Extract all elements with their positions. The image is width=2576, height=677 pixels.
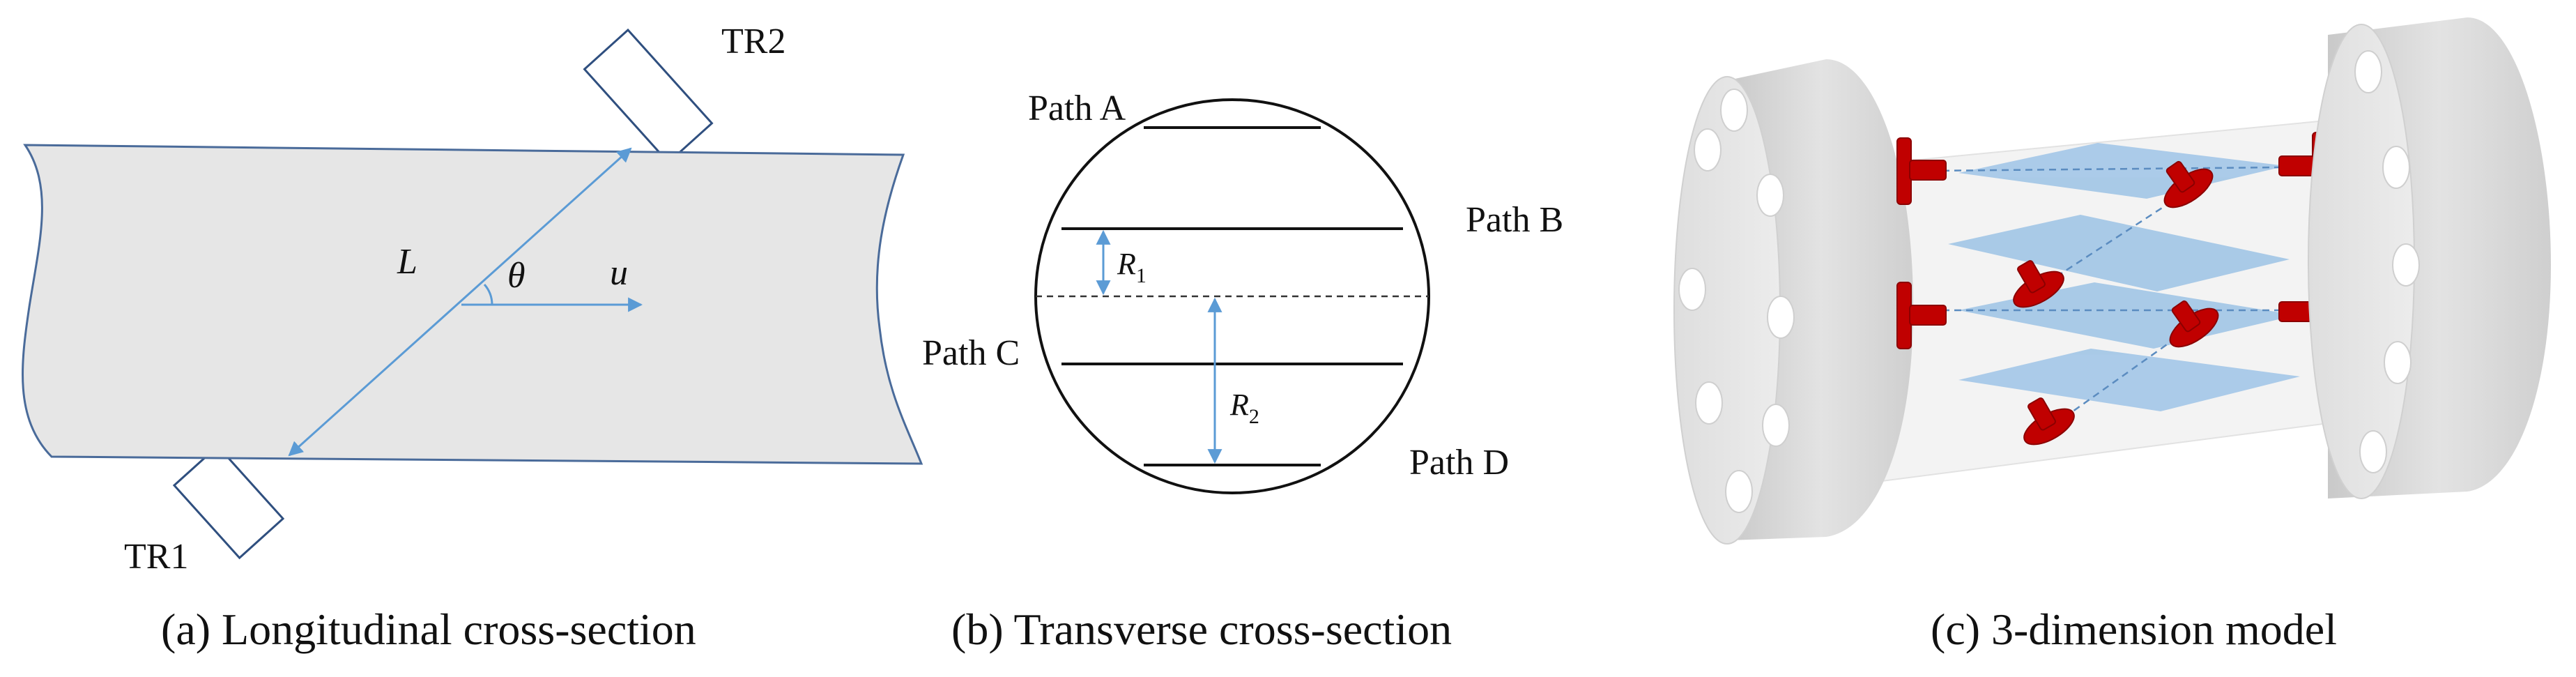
- transducer-6: [2013, 260, 2064, 308]
- label-tr2: TR2: [721, 22, 785, 61]
- label-path-b: Path B: [1466, 200, 1563, 240]
- transducer-tr2-body: [583, 28, 714, 165]
- label-r1: R1: [1117, 247, 1147, 287]
- label-path-length: L: [397, 242, 417, 282]
- panel-b-transverse: R1 R2 Path A Path B Path C Path D (b) Tr…: [922, 89, 1563, 654]
- label-r2-subscript: 2: [1249, 405, 1259, 428]
- transducer-5: [2163, 160, 2214, 208]
- label-path-c: Path C: [922, 333, 1020, 373]
- angle-arc: [483, 284, 493, 305]
- label-tr1: TR1: [124, 537, 188, 577]
- plane-path-d: [1958, 349, 2300, 411]
- plane-path-b: [1948, 215, 2290, 291]
- right-flange: [2308, 17, 2551, 499]
- label-path-d: Path D: [1409, 443, 1509, 482]
- transducer-1: [1896, 137, 1947, 205]
- left-flange-bolt-holes: [1678, 89, 1795, 513]
- panel-a-longitudinal: TR2 TR1 L θ u (a) Longitudinal cross-sec…: [22, 22, 923, 654]
- panel-c-3d-model: (c) 3-dimension model: [1673, 17, 2551, 654]
- transducer-7: [2169, 300, 2219, 348]
- label-r1-subscript: 1: [1136, 264, 1147, 287]
- caption-b: (b) Transverse cross-section: [951, 604, 1452, 654]
- transducer-8: [2023, 397, 2075, 446]
- label-velocity: u: [610, 253, 628, 293]
- caption-a: (a) Longitudinal cross-section: [161, 604, 696, 654]
- transducer-3: [1896, 282, 1947, 349]
- label-path-a: Path A: [1028, 89, 1126, 128]
- left-flange: [1673, 59, 1913, 545]
- label-angle: θ: [507, 256, 526, 296]
- label-r2: R2: [1229, 388, 1259, 428]
- caption-c: (c) 3-dimension model: [1931, 604, 2337, 654]
- label-r1-symbol: R: [1117, 247, 1136, 281]
- right-flange-bolt-holes: [2354, 50, 2420, 473]
- acoustic-path-line: [288, 147, 632, 457]
- label-r2-symbol: R: [1229, 388, 1249, 422]
- transducer-tr1-body: [172, 444, 285, 560]
